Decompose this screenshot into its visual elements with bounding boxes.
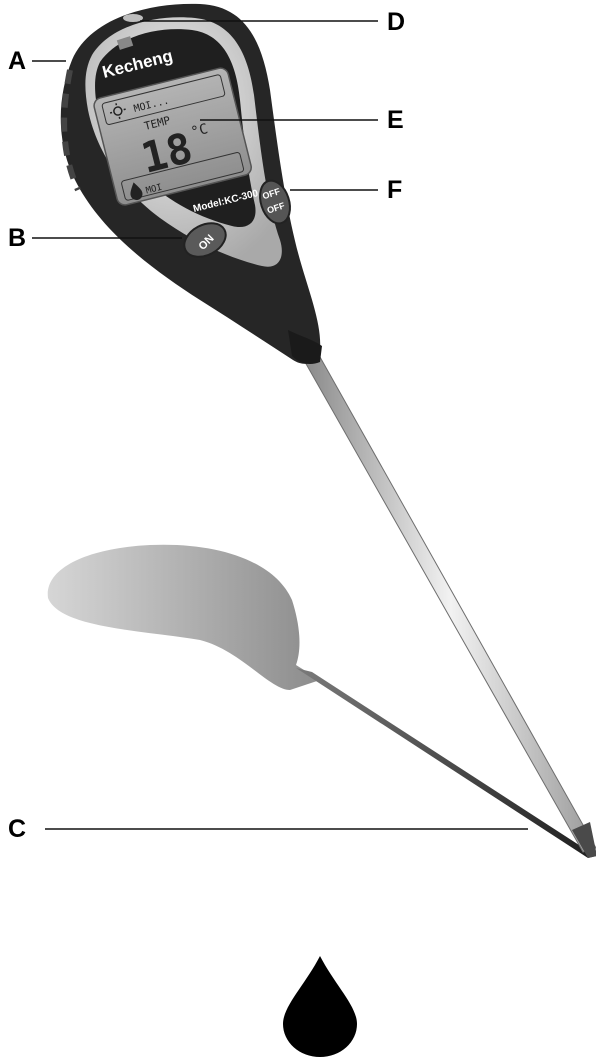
probe	[305, 357, 596, 858]
callout-e: E	[387, 106, 404, 134]
callout-a: A	[8, 47, 26, 75]
callout-f: F	[387, 176, 402, 204]
shadow-head	[48, 545, 320, 690]
callout-c: C	[8, 815, 26, 843]
meter-body: Kecheng MOI... TEMP 18 °C MOI Model:KC-3…	[61, 4, 322, 364]
probe-rod	[305, 357, 596, 852]
callout-b: B	[8, 224, 26, 252]
water-drop-icon	[283, 956, 357, 1057]
callout-d: D	[387, 8, 405, 36]
